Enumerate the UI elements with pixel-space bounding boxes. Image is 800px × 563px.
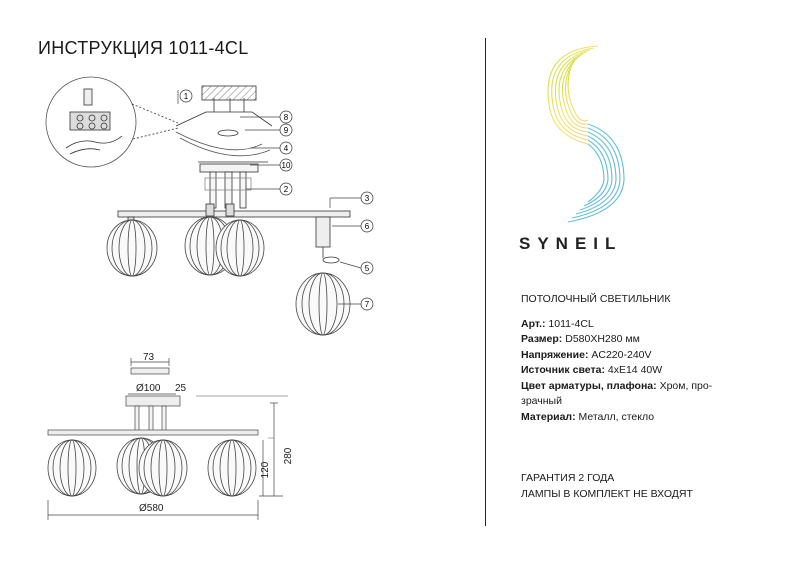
brand-swirl-logo (547, 45, 625, 223)
product-type: ПОТОЛОЧНЫЙ СВЕТИЛЬНИК (521, 293, 671, 305)
callout-9: 9 (284, 126, 289, 135)
dim-width: Ø580 (139, 503, 164, 514)
spec-row-voltage: Напряжение: AC220-240V (521, 348, 652, 361)
vertical-divider (485, 38, 486, 526)
callout-4: 4 (284, 144, 289, 153)
dim-height-lower: 120 (260, 461, 271, 478)
callout-7: 7 (365, 300, 370, 309)
wiring-detail (45, 76, 179, 168)
shade-globes (106, 216, 351, 336)
warranty-line: ГАРАНТИЯ 2 ГОДА (521, 472, 615, 484)
callout-10: 10 (282, 161, 291, 170)
spec-row-size: Размер: D580XH280 мм (521, 333, 640, 345)
dim-base: 73 (143, 352, 155, 363)
callout-5: 5 (365, 264, 370, 273)
dim-rod: 25 (175, 383, 187, 394)
callout-1: 1 (184, 92, 189, 101)
callout-numbers: 1 8 9 4 10 2 3 6 5 7 (179, 89, 374, 311)
warranty-notes: ГАРАНТИЯ 2 ГОДА ЛАМПЫ В КОМПЛЕКТ НЕ ВХОД… (521, 470, 693, 502)
dimension-drawing (47, 358, 288, 520)
brand-name: SYNEIL (519, 234, 623, 253)
assembly-diagram: 1 8 9 4 10 2 3 6 5 7 73 Ø100 (45, 76, 374, 520)
spec-row-light-source: Источник света: 4xE14 40W (521, 364, 663, 376)
spec-row-article: Арт.: 1011-4CL (521, 317, 594, 330)
callout-2: 2 (284, 185, 289, 194)
spec-row-color: Цвет арматуры, плафона: Хром, про-зрачны… (521, 379, 713, 408)
ceiling-block (201, 85, 257, 101)
page-title: ИНСТРУКЦИЯ 1011-4CL (38, 38, 249, 58)
callout-3: 3 (365, 194, 370, 203)
dim-canopy: Ø100 (136, 383, 161, 394)
callout-6: 6 (365, 222, 370, 231)
lamps-note: ЛАМПЫ В КОМПЛЕКТ НЕ ВХОДЯТ (521, 488, 693, 500)
callout-8: 8 (284, 113, 289, 122)
spec-row-material: Материал: Металл, стекло (521, 410, 655, 423)
product-info: ПОТОЛОЧНЫЙ СВЕТИЛЬНИК Арт.: 1011-4CL Раз… (521, 292, 736, 425)
dim-height-total: 280 (283, 447, 294, 464)
